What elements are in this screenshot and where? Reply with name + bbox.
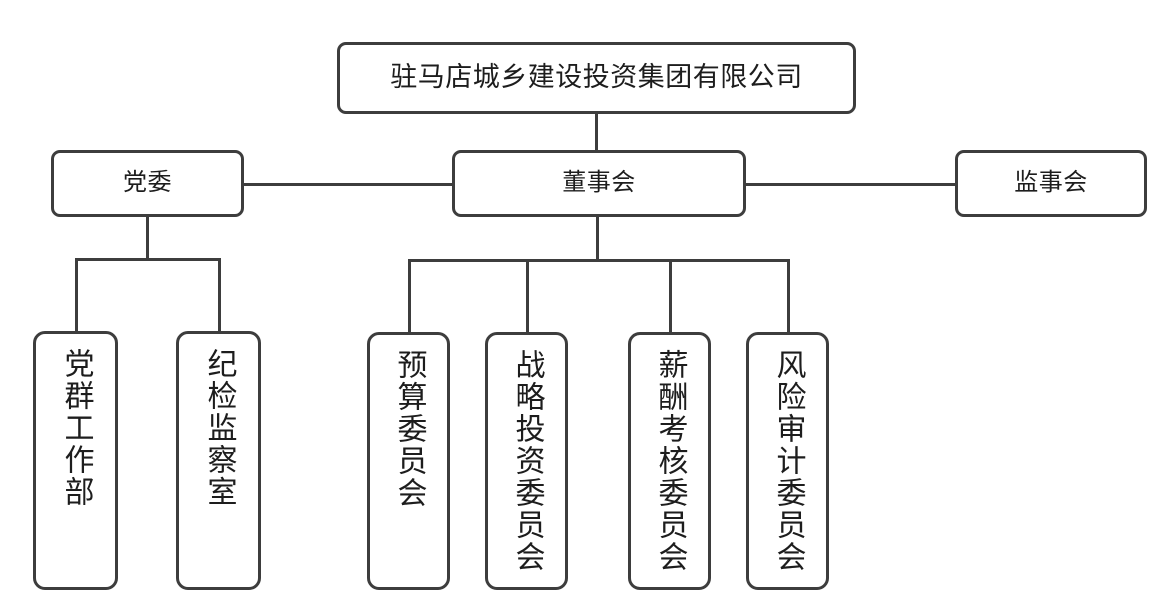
node-company-label: 驻马店城乡建设投资集团有限公司: [390, 62, 803, 93]
connector-party-bus: [75, 258, 221, 261]
node-party-committee-label: 党委: [123, 169, 172, 197]
connector-level2-right-bus: [745, 183, 957, 186]
connector-party-down: [146, 214, 149, 260]
node-board-of-directors-label: 董事会: [562, 169, 636, 197]
node-board-of-supervisors-label: 监事会: [1014, 169, 1088, 197]
node-party-mass-work-dept-label: 党群工作部: [59, 348, 93, 508]
connector-root-down: [595, 113, 598, 153]
node-risk-audit-committee[interactable]: 风险审计委员会: [746, 332, 829, 590]
node-budget-committee[interactable]: 预算委员会: [367, 332, 450, 590]
connector-party-child-2-drop: [218, 258, 221, 332]
connector-board-down: [596, 214, 599, 262]
node-board-of-supervisors[interactable]: 监事会: [955, 150, 1147, 217]
node-compensation-assessment-committee[interactable]: 薪酬考核委员会: [628, 332, 711, 590]
node-strategic-investment-committee-label: 战略投资委员会: [510, 349, 544, 573]
node-compensation-assessment-committee-label: 薪酬考核委员会: [653, 349, 687, 573]
connector-board-child-3-drop: [669, 259, 672, 333]
connector-level2-left-bus: [243, 183, 455, 186]
connector-board-child-2-drop: [526, 259, 529, 333]
node-discipline-inspection-office-label: 纪检监察室: [202, 348, 236, 508]
node-risk-audit-committee-label: 风险审计委员会: [771, 349, 805, 573]
connector-board-bus: [408, 259, 790, 262]
node-board-of-directors[interactable]: 董事会: [452, 150, 746, 217]
node-budget-committee-label: 预算委员会: [392, 349, 426, 509]
node-company[interactable]: 驻马店城乡建设投资集团有限公司: [337, 42, 856, 114]
connector-board-child-4-drop: [787, 259, 790, 333]
node-discipline-inspection-office[interactable]: 纪检监察室: [176, 331, 261, 590]
node-party-mass-work-dept[interactable]: 党群工作部: [33, 331, 118, 590]
connector-board-child-1-drop: [408, 259, 411, 333]
node-strategic-investment-committee[interactable]: 战略投资委员会: [485, 332, 568, 590]
node-party-committee[interactable]: 党委: [51, 150, 244, 217]
connector-party-child-1-drop: [75, 258, 78, 332]
